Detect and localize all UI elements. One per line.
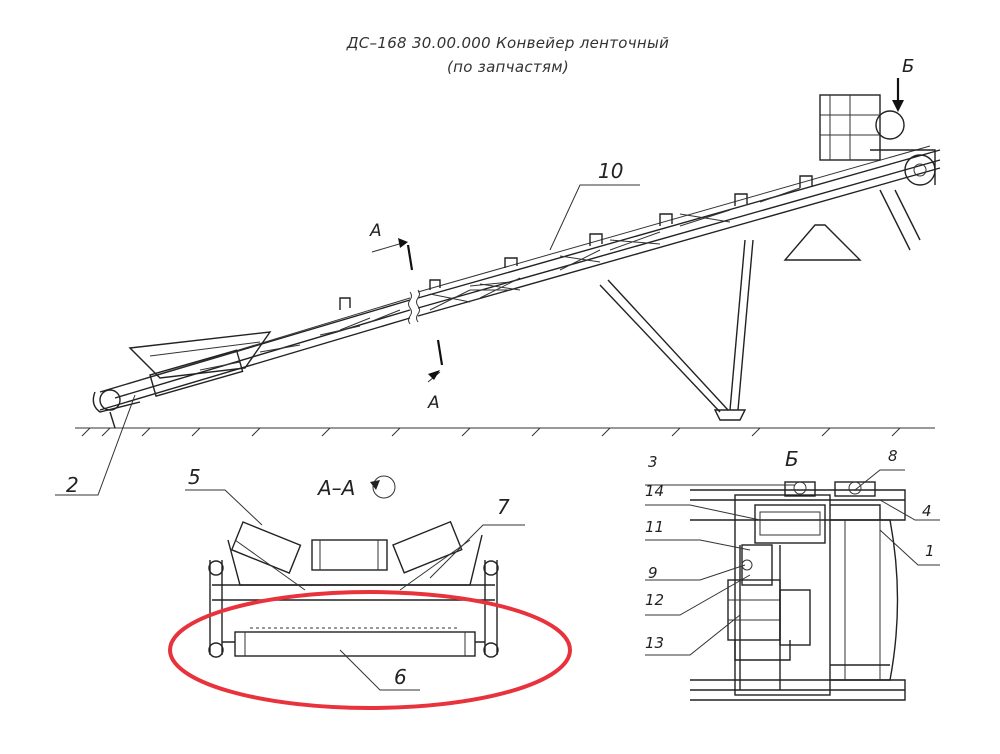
view-b-title: Б xyxy=(785,447,799,471)
section-a-a-view: A–A 5 xyxy=(168,465,572,710)
section-a-bottom-label: A xyxy=(427,393,440,413)
label-6: 6 xyxy=(394,665,407,689)
label-11: 11 xyxy=(645,518,664,536)
label-10: 10 xyxy=(598,159,623,183)
label-2: 2 xyxy=(66,473,79,497)
leader-7 xyxy=(429,524,525,579)
conveyor-frame-lower xyxy=(99,297,411,411)
tail-pulley xyxy=(92,349,244,429)
drive-drum xyxy=(830,504,899,681)
label-13: 13 xyxy=(645,634,664,652)
drawing-subtitle: (по запчастям) xyxy=(446,58,569,76)
view-b-detail: Б xyxy=(645,447,940,701)
conveyor-frame-upper xyxy=(417,145,941,317)
view-b-label: Б xyxy=(902,56,914,77)
label-9: 9 xyxy=(648,564,658,582)
label-7: 7 xyxy=(497,495,510,519)
head-drive-station xyxy=(783,94,936,261)
break-line-right xyxy=(416,289,420,323)
loading-hopper xyxy=(128,331,272,379)
troughed-rollers xyxy=(230,520,463,574)
ground-hatch xyxy=(81,427,901,437)
label-1: 1 xyxy=(925,542,935,560)
main-conveyor-view: Б A A 10 2 xyxy=(55,56,941,497)
section-a-a-title: A–A xyxy=(316,476,355,500)
rotation-arrow xyxy=(370,480,380,490)
view-b-leaders: 3 14 11 9 12 13 8 4 1 xyxy=(645,447,940,656)
leader-6 xyxy=(339,649,420,691)
label-14: 14 xyxy=(645,482,664,500)
drawing-title: ДС–168 30.00.000 Конвейер ленточный xyxy=(346,34,670,52)
label-4: 4 xyxy=(922,502,932,520)
leader-5 xyxy=(185,489,263,526)
leader-2 xyxy=(55,394,136,496)
view-b-arrow: Б xyxy=(892,56,914,112)
section-a-top-label: A xyxy=(369,221,382,241)
motor-gearbox xyxy=(727,544,811,661)
leader-10 xyxy=(549,184,640,251)
top-bearings xyxy=(784,481,876,497)
support-legs xyxy=(599,239,754,421)
label-3: 3 xyxy=(648,453,658,471)
return-roller xyxy=(222,627,485,657)
highlight-ellipse xyxy=(168,590,572,710)
top-idlers xyxy=(339,175,813,310)
rotation-symbol xyxy=(372,475,396,499)
label-8: 8 xyxy=(888,447,898,465)
label-12: 12 xyxy=(645,591,664,609)
break-line-left xyxy=(408,291,412,325)
drive-frame xyxy=(690,489,906,701)
section-a-marks: A A xyxy=(369,221,444,413)
label-5: 5 xyxy=(188,465,201,489)
